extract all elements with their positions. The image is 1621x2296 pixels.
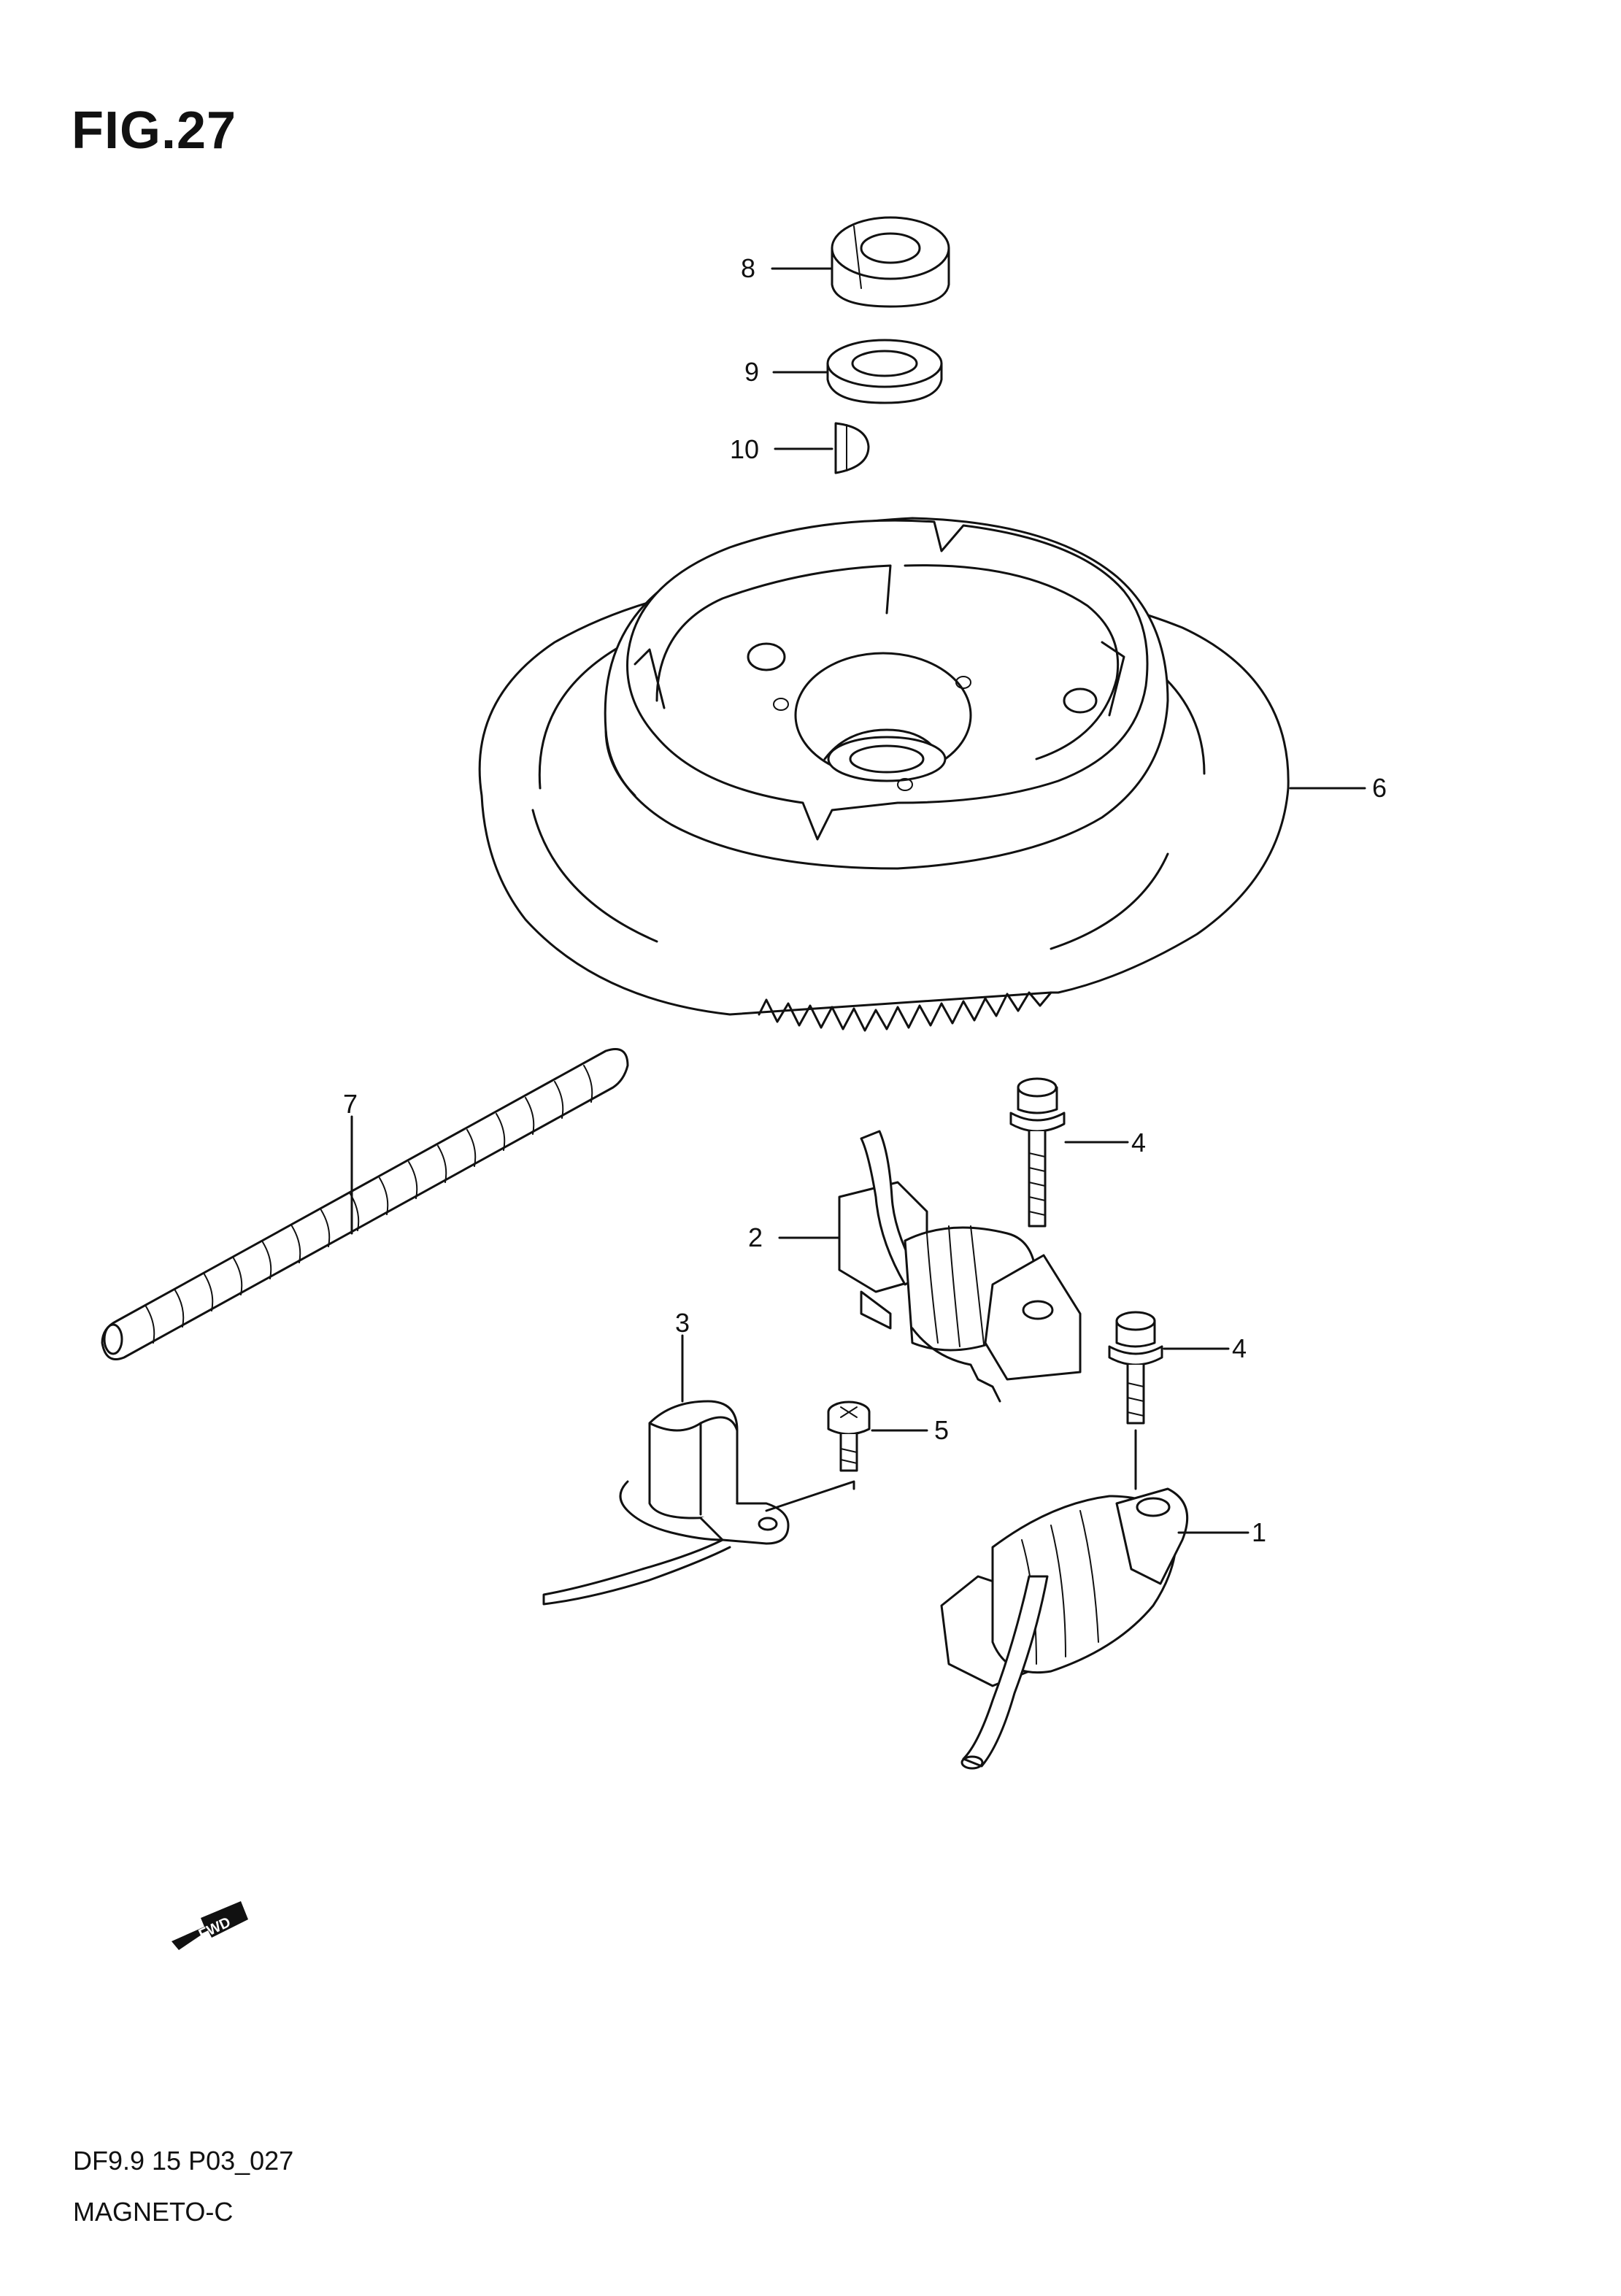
callout-6: 6 [1372, 773, 1387, 803]
part-7-spiral-tube [101, 1048, 629, 1360]
callout-10: 10 [730, 434, 759, 464]
part-3-condenser [542, 1400, 855, 1606]
part-6-flywheel [478, 517, 1290, 1032]
figure-code: DF9.9 15 P03_027 [73, 2146, 294, 2176]
callout-1: 1 [1252, 1517, 1266, 1547]
part-8-nut [831, 216, 950, 308]
callout-4b: 4 [1232, 1333, 1247, 1363]
part-5-screw [827, 1401, 871, 1472]
part-9-washer [826, 339, 943, 404]
part-1-charge-coil [940, 1487, 1189, 1770]
figure-name: MAGNETO-C [73, 2197, 234, 2227]
callout-4a: 4 [1131, 1128, 1146, 1157]
fwd-arrow-icon: FWD [172, 1901, 248, 1950]
callout-9: 9 [744, 357, 759, 387]
part-4-bolt-lower [1108, 1311, 1163, 1425]
callout-5: 5 [934, 1415, 949, 1445]
callout-8: 8 [741, 253, 755, 283]
part-2-pulser-coil [838, 1130, 1082, 1403]
callout-7: 7 [343, 1089, 358, 1119]
part-10-key [834, 422, 870, 474]
part-4-bolt-upper [1009, 1077, 1066, 1228]
figure-title: FIG.27 [72, 101, 237, 160]
callout-2: 2 [748, 1222, 763, 1252]
callout-3: 3 [675, 1308, 690, 1338]
